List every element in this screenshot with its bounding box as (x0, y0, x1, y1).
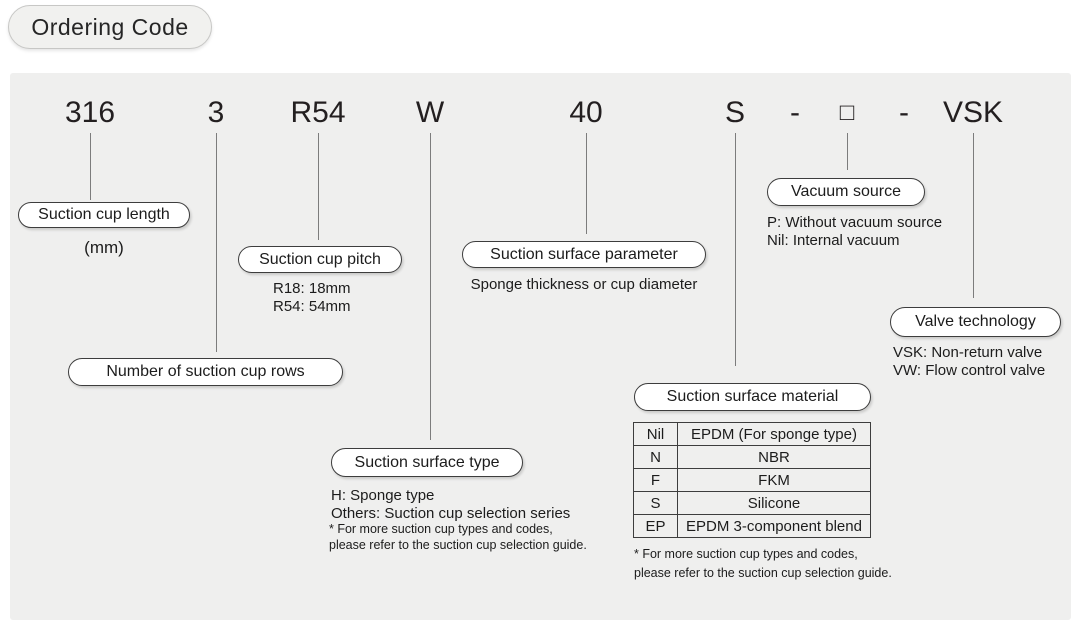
note-length-unit: (mm) (84, 238, 124, 257)
page-title: Ordering Code (8, 5, 212, 49)
note-type-line-2: Others: Suction cup selection series (331, 504, 571, 522)
connector-line-rows (216, 133, 217, 352)
code-separator-1: - (790, 96, 800, 129)
code-segment-valve: VSK (942, 96, 1004, 129)
footnote-type: * For more suction cup types and codes, … (329, 521, 587, 553)
note-pitch-line-1: R18: 18mm (273, 280, 351, 297)
note-pitch-values: R18: 18mm R54: 54mm (273, 280, 351, 315)
note-vacuum-line-1: P: Without vacuum source (767, 214, 943, 231)
material-code: EP (633, 514, 678, 538)
ordering-code-panel (10, 73, 1071, 620)
material-table-row: N NBR (633, 445, 871, 469)
material-code: N (633, 445, 678, 469)
code-separator-2: - (899, 96, 909, 129)
label-suction-surface-type: Suction surface type (331, 448, 523, 477)
label-valve-technology-text: Valve technology (915, 313, 1036, 330)
connector-line-valve (973, 133, 974, 298)
code-segment-material: S (724, 96, 746, 129)
label-vacuum-source-text: Vacuum source (791, 183, 901, 200)
connector-line-length (90, 133, 91, 200)
footnote-material-line-1: * For more suction cup types and codes, (634, 547, 858, 561)
connector-line-vacuum (847, 133, 848, 170)
material-table-row: Nil EPDM (For sponge type) (633, 422, 871, 446)
code-segment-length: 316 (64, 96, 116, 129)
label-suction-surface-material-text: Suction surface material (666, 388, 839, 405)
note-valve-options: VSK: Non-return valve VW: Flow control v… (893, 344, 1045, 379)
label-valve-technology: Valve technology (890, 307, 1061, 337)
footnote-type-line-2: please refer to the suction cup selectio… (329, 538, 587, 552)
page-title-text: Ordering Code (31, 13, 189, 40)
label-suction-surface-parameter: Suction surface parameter (462, 241, 706, 268)
material-description: NBR (677, 445, 871, 469)
material-description: FKM (677, 468, 871, 492)
label-suction-cup-length-text: Suction cup length (38, 206, 170, 223)
material-code: F (633, 468, 678, 492)
label-suction-surface-material: Suction surface material (634, 383, 871, 411)
connector-line-material (735, 133, 736, 366)
label-suction-cup-pitch: Suction cup pitch (238, 246, 402, 273)
footnote-type-line-1: * For more suction cup types and codes, (329, 522, 553, 536)
note-valve-line-2: VW: Flow control valve (893, 361, 1046, 379)
material-description: EPDM (For sponge type) (677, 422, 871, 446)
code-segment-parameter: 40 (569, 96, 603, 129)
connector-line-type (430, 133, 431, 440)
label-suction-cup-length: Suction cup length (18, 202, 190, 228)
note-type-options: H: Sponge type Others: Suction cup selec… (331, 487, 570, 522)
material-description: Silicone (677, 491, 871, 515)
material-code: Nil (633, 422, 678, 446)
note-vacuum-line-2: Nil: Internal vacuum (767, 231, 900, 249)
label-suction-surface-type-text: Suction surface type (354, 453, 500, 471)
label-suction-surface-parameter-text: Suction surface parameter (490, 245, 678, 263)
note-valve-line-1: VSK: Non-return valve (893, 344, 1043, 361)
note-parameter: Sponge thickness or cup diameter (470, 276, 698, 293)
code-segment-rows: 3 (207, 96, 225, 129)
note-pitch-line-2: R54: 54mm (273, 297, 351, 315)
note-type-line-1: H: Sponge type (331, 487, 435, 504)
code-segment-pitch: R54 (290, 96, 346, 129)
material-code: S (633, 491, 678, 515)
label-number-of-rows-text: Number of suction cup rows (106, 363, 305, 380)
material-table-row: F FKM (633, 468, 871, 492)
material-table-row: S Silicone (633, 491, 871, 515)
material-table-row: EP EPDM 3-component blend (633, 514, 871, 538)
connector-line-pitch (318, 133, 319, 240)
note-vacuum-options: P: Without vacuum source Nil: Internal v… (767, 214, 942, 249)
label-vacuum-source: Vacuum source (767, 178, 925, 206)
code-segment-vacuum-placeholder: □ (839, 99, 855, 126)
footnote-material-line-2: please refer to the suction cup selectio… (634, 565, 892, 580)
label-number-of-rows: Number of suction cup rows (68, 358, 343, 386)
connector-line-parameter (586, 133, 587, 234)
footnote-material: * For more suction cup types and codes, … (634, 545, 892, 582)
material-table: Nil EPDM (For sponge type) N NBR F FKM S… (633, 422, 871, 538)
code-segment-type: W (415, 96, 445, 129)
label-suction-cup-pitch-text: Suction cup pitch (259, 250, 381, 268)
material-description: EPDM 3-component blend (677, 514, 871, 538)
